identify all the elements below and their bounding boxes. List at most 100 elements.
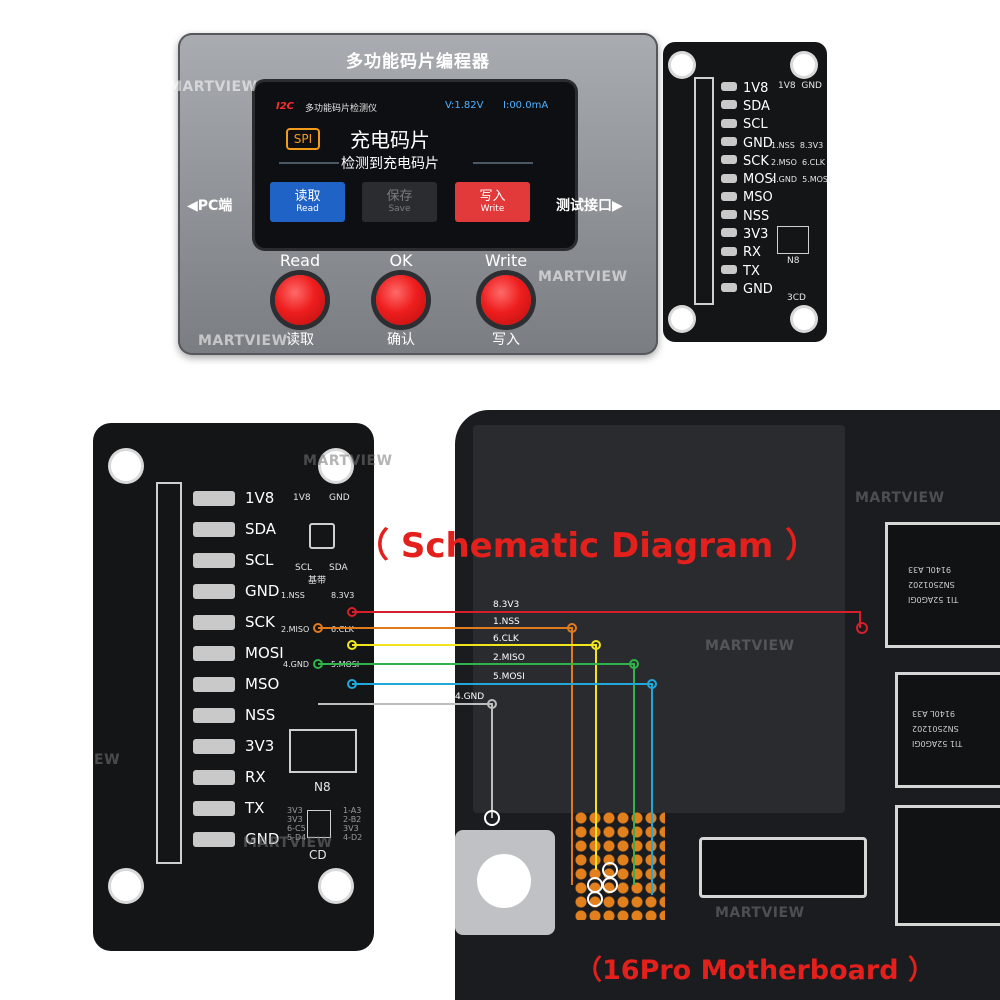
small-pin-label: 3V3 <box>743 227 769 243</box>
n8-chip-footprint <box>289 729 357 773</box>
mount-hole <box>793 54 815 76</box>
small-pin-pad <box>721 191 737 201</box>
pad-sda-label: SDA <box>329 563 348 573</box>
wire-gnd-end <box>484 810 500 826</box>
watermark: MARTVIEW <box>168 79 258 95</box>
small-board-connector <box>694 77 714 305</box>
save-label-zh: 保存 <box>386 189 413 204</box>
wire-nss-node <box>567 623 577 633</box>
small-spi-clk: 6.CLK <box>802 158 825 167</box>
watermark: MARTVIEW <box>303 453 393 469</box>
large-pin-label: MSO <box>245 674 280 693</box>
wire-clk-start <box>347 640 357 650</box>
small-pin-pad <box>721 118 737 128</box>
large-pin-pad <box>193 801 235 816</box>
small-pin-label: GND <box>743 135 773 151</box>
small-pin-pad <box>721 246 737 256</box>
small-pin-pad <box>721 173 737 183</box>
small-spi-mosi: 5.MOSI <box>802 175 831 184</box>
wire-gnd-node <box>487 699 497 709</box>
hw-read-button[interactable] <box>275 275 325 325</box>
large-pin-label: RX <box>245 767 266 786</box>
cd-right-1: 1-A3 <box>343 806 362 815</box>
wire-miso-start <box>313 659 323 669</box>
mount-hole <box>671 308 693 330</box>
pad-highlight <box>587 891 603 907</box>
device-title: 多功能码片编程器 <box>346 52 490 72</box>
pad-highlight <box>587 877 603 893</box>
small-spi-gnd: 4.GND <box>771 175 797 184</box>
large-pin-pad <box>193 677 235 692</box>
small-pin-label: SCL <box>743 117 768 133</box>
wire-nss <box>318 627 573 885</box>
small-pin-pad <box>721 136 737 146</box>
wire-label-clk: 6.CLK <box>493 634 519 644</box>
watermark-edge: EW <box>94 752 121 768</box>
pc-port-label: ◀PC端 <box>187 198 233 214</box>
large-pin-label: SDA <box>245 519 277 538</box>
cd-right-labels: 1-A3 2-B2 3V3 4-D2 <box>343 806 362 842</box>
wire-label-miso: 2.MISO <box>493 653 525 663</box>
spi-gnd-label: 4.GND <box>283 660 309 669</box>
wire-mosi <box>352 683 653 895</box>
large-pin-label: TX <box>245 798 265 817</box>
large-pin-pad <box>193 553 235 568</box>
watermark: MARTVIEW <box>198 333 288 349</box>
large-pin-pad <box>193 739 235 754</box>
hw-ok-label-zh: 确认 <box>387 332 415 348</box>
watermark: MARTVIEW <box>705 638 795 654</box>
screw-boss <box>455 830 555 935</box>
spi-clk-label: 6.CLK <box>331 625 354 634</box>
mount-hole <box>321 451 351 481</box>
cd-right-3: 3V3 <box>343 824 359 833</box>
small-pin-pad <box>721 283 737 293</box>
pad-gnd-label: GND <box>329 493 350 503</box>
large-pin-label: 1V8 <box>245 488 275 507</box>
screen-read-button[interactable]: 读取 Read <box>270 182 345 222</box>
small-pin-label: RX <box>743 245 761 261</box>
small-pin-label: GND <box>743 281 773 297</box>
large-pin-label: NSS <box>245 705 276 724</box>
large-pin-pad <box>193 770 235 785</box>
base-label: 基带 <box>308 576 327 586</box>
small-pin-label: MSO <box>743 190 773 206</box>
cd-left-2: 3V3 <box>287 815 303 824</box>
watermark: MARTVIEW <box>855 490 945 506</box>
write-label-zh: 写入 <box>479 189 506 204</box>
large-pin-pad <box>193 832 235 847</box>
wire-3v3-end <box>856 622 868 634</box>
large-pin-label: SCK <box>245 612 275 631</box>
watermark: MARTVIEW <box>243 835 333 851</box>
large-pin-pad <box>193 615 235 630</box>
screen-save-button[interactable]: 保存 Save <box>362 182 437 222</box>
hw-ok-button[interactable] <box>376 275 426 325</box>
board-connector <box>699 837 867 898</box>
large-pin-label: MOSI <box>245 643 284 662</box>
small-spi-labels: 1.NSS 8.3V3 2.MSO 6.CLK 4.GND 5.MOSI <box>771 140 830 185</box>
large-pin-pad <box>193 584 235 599</box>
small-pin-pad <box>721 100 737 110</box>
n8-label: N8 <box>314 780 331 794</box>
read-label-zh: 读取 <box>294 189 321 204</box>
small-pin-label: MOSI <box>743 172 777 188</box>
small-gnd-label: GND <box>801 81 822 91</box>
cd-label: CD <box>309 848 327 862</box>
large-pin-label: GND <box>245 829 280 848</box>
screen-write-button[interactable]: 写入 Write <box>455 182 530 222</box>
hw-write-button[interactable] <box>481 275 531 325</box>
wire-nss-start <box>313 623 323 633</box>
small-spi-nss: 1.NSS <box>771 141 795 150</box>
small-pin-label: TX <box>743 263 760 279</box>
wire-mosi-start <box>347 679 357 689</box>
save-label-en: Save <box>388 204 411 214</box>
memory-chip-3 <box>895 805 1000 926</box>
large-pin-pad <box>193 522 235 537</box>
wire-label-nss: 1.NSS <box>493 617 520 627</box>
divider-left <box>279 162 339 164</box>
pad-highlight <box>602 877 618 893</box>
wire-3v3-start <box>347 607 357 617</box>
hw-read-label: Read <box>279 251 321 270</box>
